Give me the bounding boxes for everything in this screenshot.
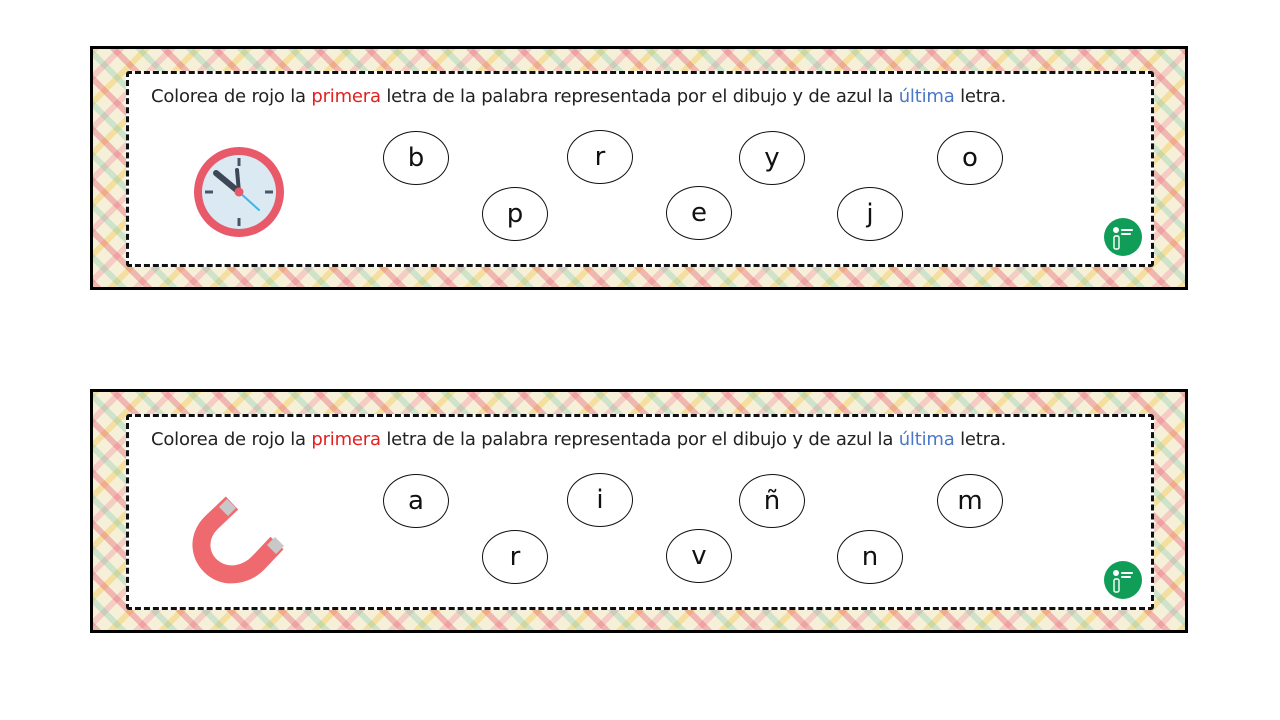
- instruction-last-word: última: [898, 86, 955, 107]
- instruction-before: Colorea de rojo la: [151, 429, 312, 450]
- instruction-text: Colorea de rojo la primera letra de la p…: [151, 86, 1006, 107]
- brand-logo: [1104, 561, 1142, 599]
- letter-bubble-n[interactable]: n: [837, 530, 903, 584]
- activity-card-clock: Colorea de rojo la primera letra de la p…: [90, 46, 1188, 290]
- instruction-text: Colorea de rojo la primera letra de la p…: [151, 429, 1006, 450]
- instruction-after: letra.: [954, 86, 1007, 107]
- letter-bubble-m[interactable]: m: [937, 474, 1003, 528]
- letter-bubble-p[interactable]: p: [482, 187, 548, 241]
- instruction-last-word: última: [898, 429, 955, 450]
- letter-bubble-e[interactable]: e: [666, 186, 732, 240]
- letter-bubble-j[interactable]: j: [837, 187, 903, 241]
- brand-logo: [1104, 218, 1142, 256]
- letter-bubble-v[interactable]: v: [666, 529, 732, 583]
- activity-panel: Colorea de rojo la primera letra de la p…: [126, 414, 1154, 610]
- letter-bubble-enie[interactable]: ñ: [739, 474, 805, 528]
- letter-bubble-r[interactable]: r: [567, 130, 633, 184]
- magnet-icon: [192, 496, 284, 584]
- letter-bubble-i[interactable]: i: [567, 473, 633, 527]
- instruction-first-word: primera: [311, 86, 381, 107]
- letter-bubble-y[interactable]: y: [739, 131, 805, 185]
- instruction-middle: letra de la palabra representada por el …: [380, 86, 899, 107]
- letter-bubble-b[interactable]: b: [383, 131, 449, 185]
- instruction-middle: letra de la palabra representada por el …: [380, 429, 899, 450]
- instruction-first-word: primera: [311, 429, 381, 450]
- letter-bubble-r[interactable]: r: [482, 530, 548, 584]
- activity-panel: Colorea de rojo la primera letra de la p…: [126, 71, 1154, 267]
- instruction-before: Colorea de rojo la: [151, 86, 312, 107]
- instruction-after: letra.: [954, 429, 1007, 450]
- letter-bubble-o[interactable]: o: [937, 131, 1003, 185]
- letter-bubble-a[interactable]: a: [383, 474, 449, 528]
- activity-card-magnet: Colorea de rojo la primera letra de la p…: [90, 389, 1188, 633]
- clock-icon: [194, 147, 284, 237]
